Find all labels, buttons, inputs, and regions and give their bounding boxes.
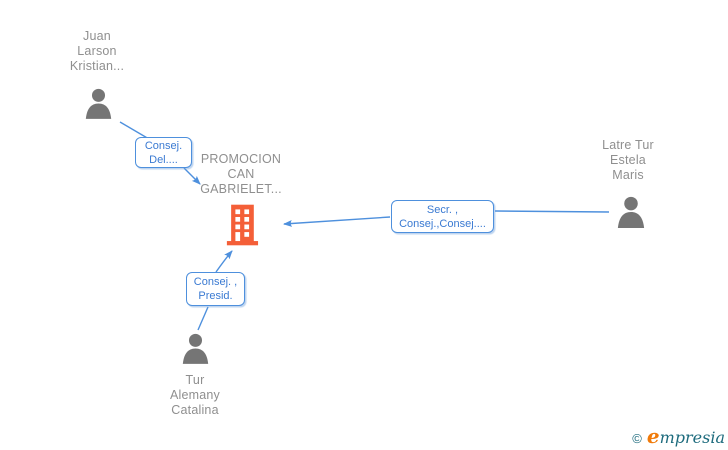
connector-label-to-company-3 xyxy=(215,250,233,273)
person-icon[interactable] xyxy=(616,196,646,233)
edge-label-secr-consej[interactable]: Secr. , Consej.,Consej.... xyxy=(391,200,494,233)
connector-label-to-company-2 xyxy=(283,216,391,227)
edge-label-consej-presid[interactable]: Consej. , Presid. xyxy=(186,272,245,306)
copyright-icon: © xyxy=(632,431,642,446)
company-node-promocion-can-gabrielet[interactable]: PROMOCION CAN GABRIELET... xyxy=(200,152,282,196)
brand-initial: e xyxy=(646,424,660,448)
person-icon[interactable] xyxy=(181,333,210,369)
connector-latre-to-label xyxy=(494,210,610,213)
person-node-latre-tur[interactable]: Latre Tur Estela Maris xyxy=(602,138,654,182)
building-icon[interactable] xyxy=(225,203,259,252)
person-icon[interactable] xyxy=(84,88,113,124)
brand-name: mpresia xyxy=(659,428,725,447)
connector-tur-to-label xyxy=(197,306,209,331)
person-node-juan-larson[interactable]: Juan Larson Kristian... xyxy=(69,29,125,73)
edge-label-consej-del[interactable]: Consej. Del.... xyxy=(135,137,192,168)
person-node-tur-alemany[interactable]: Tur Alemany Catalina xyxy=(169,373,221,417)
